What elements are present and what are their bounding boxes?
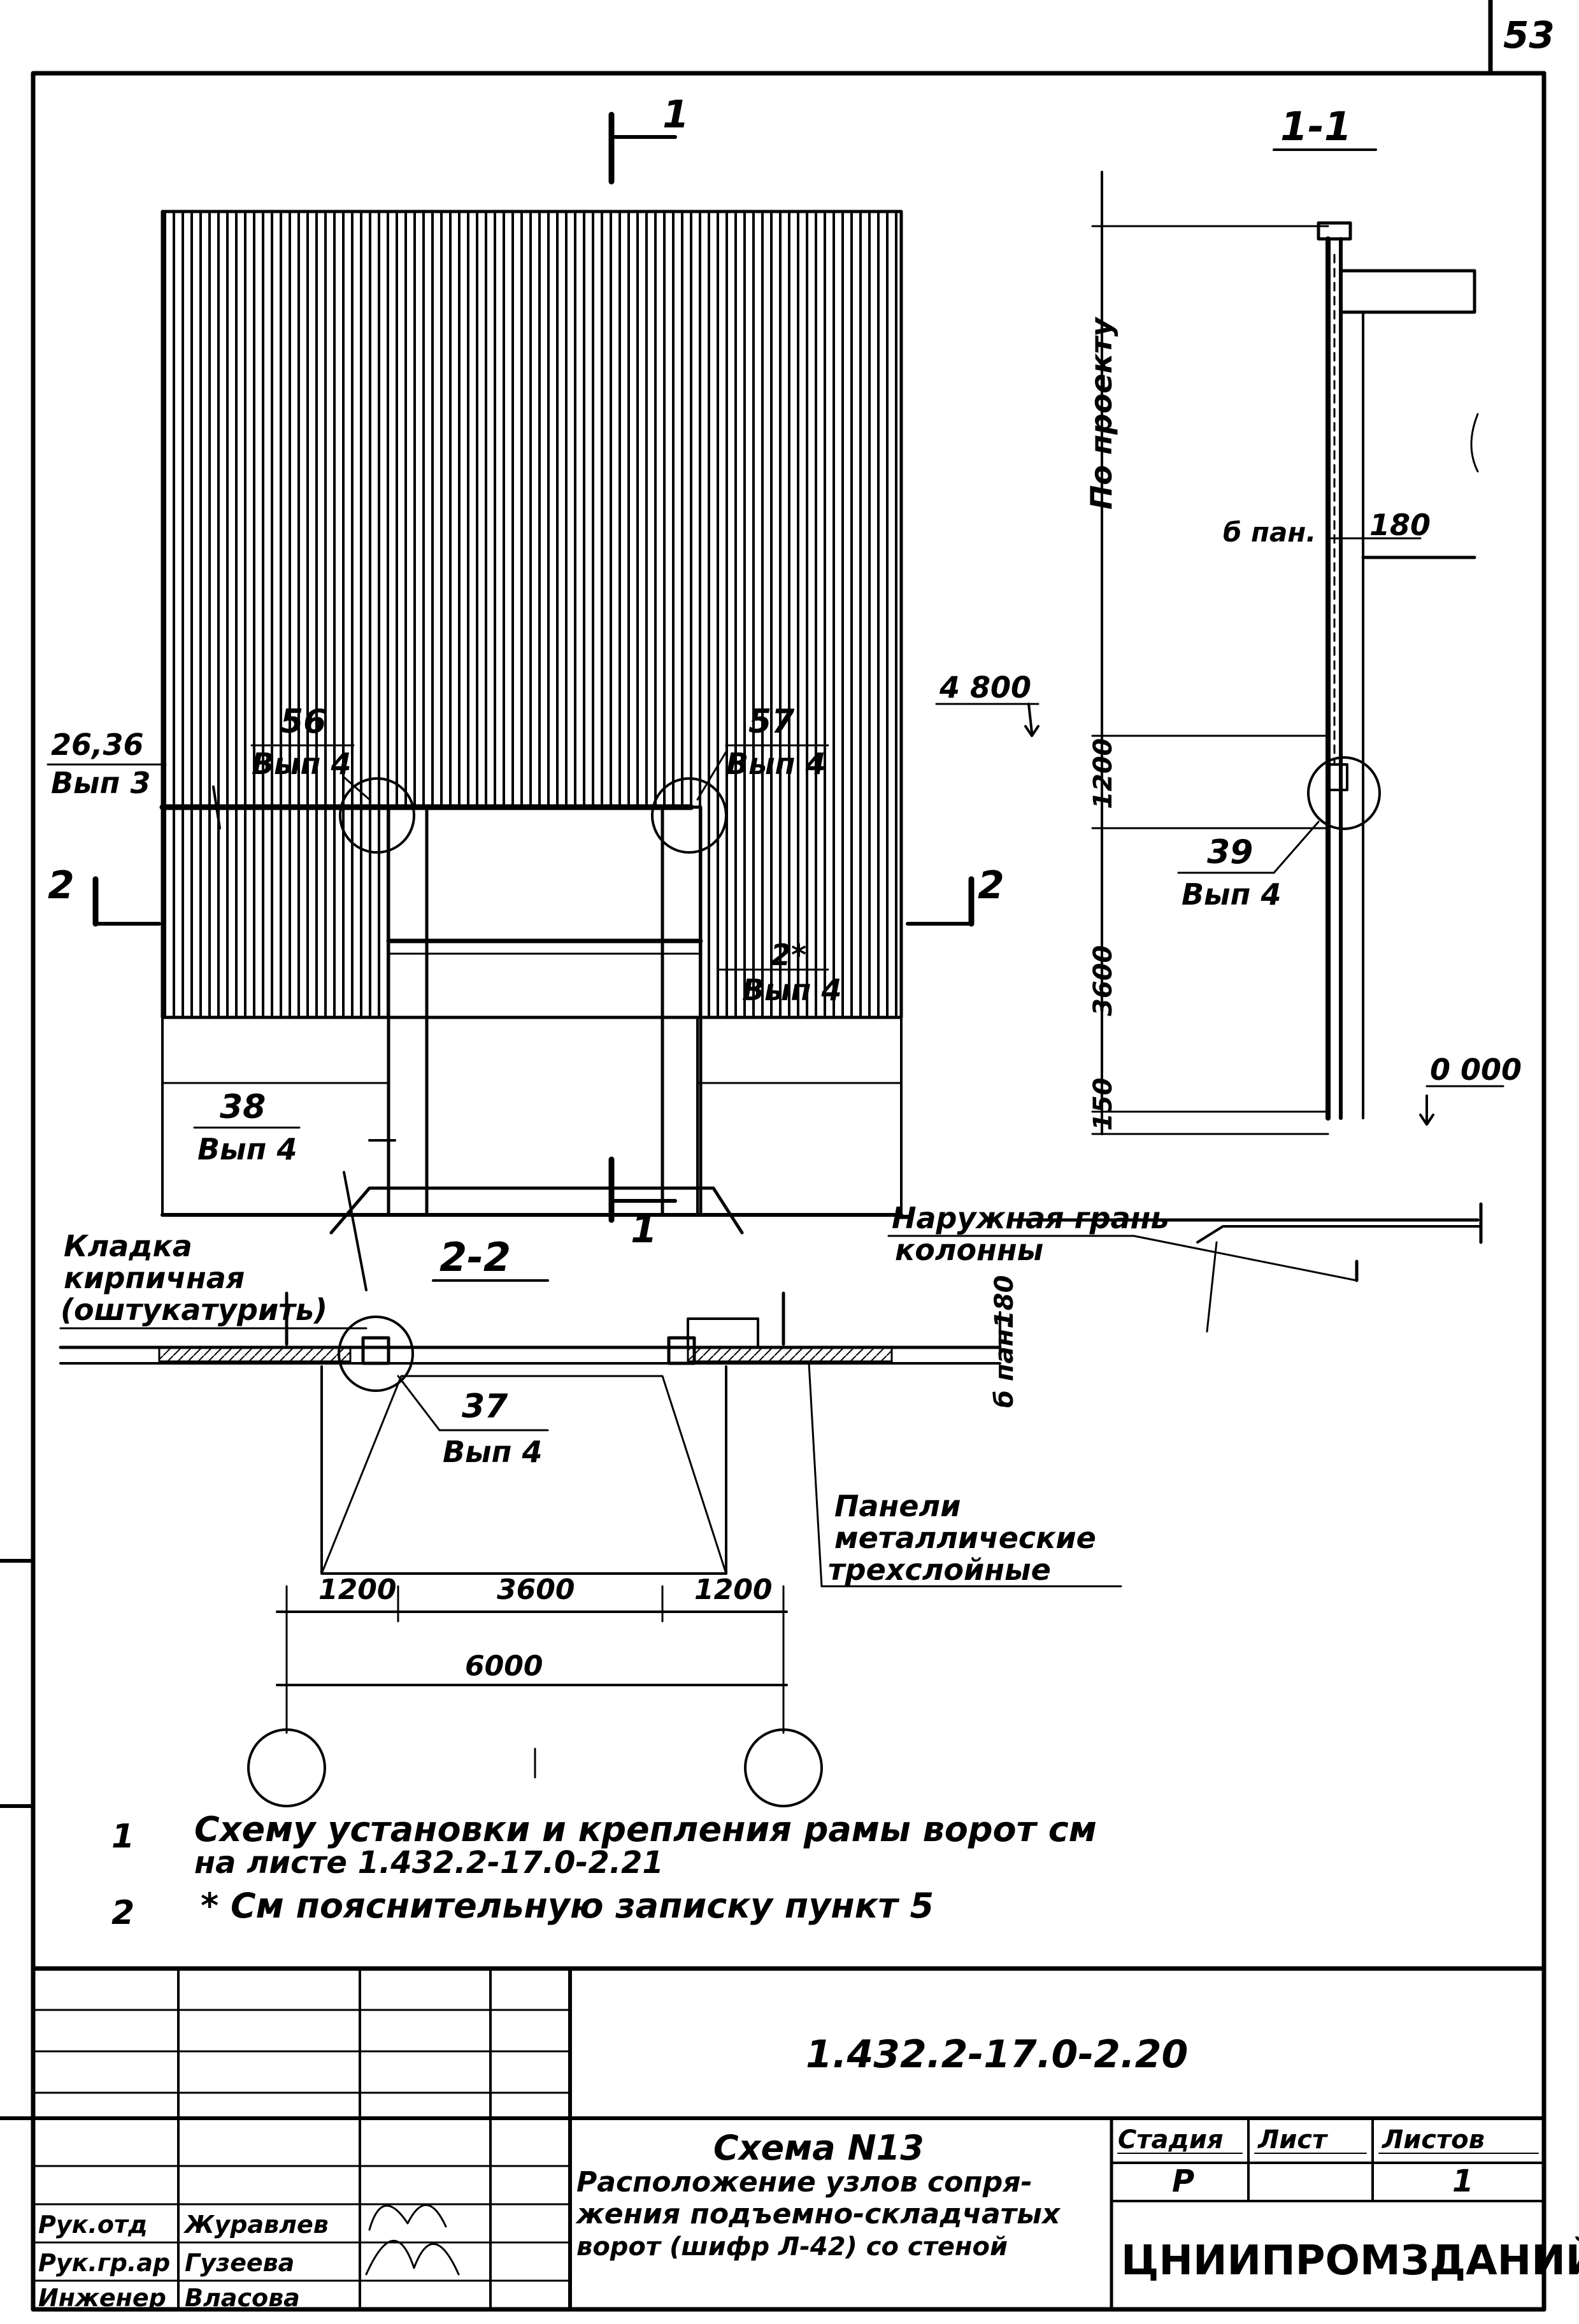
section-mark-2-left: 2 xyxy=(48,863,161,927)
svg-text:Вып 4: Вып 4 xyxy=(1182,877,1281,912)
masonry-note: Кладка кирпичная (оштукатурить) xyxy=(59,1229,368,1330)
signer-role-3: Инженер xyxy=(38,2284,166,2312)
signer-role-2: Рук.гр.ар xyxy=(38,2249,170,2277)
detail-circle-57 xyxy=(651,777,727,854)
section-mark-top: 1 xyxy=(608,92,689,185)
corrugated-panels-left xyxy=(162,807,389,1017)
svg-text:180: 180 xyxy=(990,1275,1019,1329)
svg-text:Вып 4: Вып 4 xyxy=(197,1132,297,1166)
callout-37: 37 Вып 4 xyxy=(397,1375,549,1469)
signer-name-1: Журавлев xyxy=(183,2211,329,2239)
svg-text:Вып 4: Вып 4 xyxy=(726,747,825,781)
section-1-1-title: 1-1 xyxy=(1280,103,1352,150)
svg-text:металлические: металлические xyxy=(834,1521,1096,1555)
facade-elevation xyxy=(159,210,903,1291)
svg-text:1: 1 xyxy=(662,92,689,137)
svg-text:колонны: колонны xyxy=(895,1233,1043,1267)
svg-text:3600: 3600 xyxy=(497,1574,575,1606)
callout-38: 38 Вып 4 xyxy=(193,1088,301,1166)
svg-text:38: 38 xyxy=(220,1088,266,1126)
section-2-2-title: 2-2 xyxy=(439,1234,511,1280)
svg-text:6000: 6000 xyxy=(465,1650,543,1682)
wall-panel-right xyxy=(687,1346,893,1363)
svg-text:(оштукатурить): (оштукатурить) xyxy=(61,1293,327,1327)
outer-face-note: Наружная грань колонны xyxy=(887,1201,1359,1333)
svg-text:1: 1 xyxy=(111,1818,134,1856)
sheet-header: Лист xyxy=(1257,2125,1329,2155)
grid-axis-circle-left xyxy=(247,1728,326,1807)
svg-text:* См пояснительную записку пу: * См пояснительную записку пункт 5 xyxy=(201,1886,934,1926)
signer-name-3: Власова xyxy=(185,2284,300,2312)
svg-text:180: 180 xyxy=(1369,508,1431,542)
svg-text:Кладка: Кладка xyxy=(64,1229,192,1263)
stage-header: Стадия xyxy=(1118,2125,1224,2155)
signer-name-2: Гузеева xyxy=(185,2249,294,2277)
detail-circle-37 xyxy=(338,1316,414,1392)
svg-text:трехслойные: трехслойные xyxy=(828,1553,1051,1587)
svg-text:57: 57 xyxy=(748,703,795,741)
svg-text:на листе 1.432.2-17.0-2.21: на листе 1.432.2-17.0-2.21 xyxy=(194,1845,664,1881)
svg-text:По проекту: По проекту xyxy=(1084,316,1118,510)
svg-text:39: 39 xyxy=(1207,833,1253,872)
callout-56: 56 Вып 4 xyxy=(250,703,371,801)
svg-text:56: 56 xyxy=(280,703,326,741)
svg-text:4 800: 4 800 xyxy=(939,670,1031,705)
section-2-2: 2-2 180 б пан. xyxy=(59,1234,1019,1575)
title-line-2: Расположение узлов сопря- xyxy=(576,2166,1032,2198)
svg-text:1200: 1200 xyxy=(318,1574,396,1606)
panels-note: Панели металлические трехслойные xyxy=(808,1362,1122,1588)
svg-text:кирпичная: кирпичная xyxy=(64,1261,245,1295)
title-block xyxy=(31,1966,1547,2311)
callout-57: 57 Вып 4 xyxy=(696,703,829,801)
stage-value: Р xyxy=(1172,2163,1194,2199)
svg-text:Наружная грань: Наружная грань xyxy=(892,1201,1169,1235)
svg-text:1200: 1200 xyxy=(1089,738,1118,809)
detail-circle-39 xyxy=(1307,756,1381,830)
grid-axis-circle-right xyxy=(744,1728,823,1807)
svg-text:2: 2 xyxy=(978,863,1004,908)
sheets-value: 1 xyxy=(1452,2163,1473,2199)
svg-text:26,36: 26,36 xyxy=(51,728,144,762)
svg-text:Вып 3: Вып 3 xyxy=(51,766,150,800)
svg-text:0 000: 0 000 xyxy=(1430,1052,1522,1087)
corrugated-panels-upper xyxy=(162,212,901,807)
callout-2star: 2* Вып 4 xyxy=(718,938,841,1007)
sheet-frame xyxy=(0,0,1547,2312)
title-line-4: ворот (шифр Л-42) со стеной xyxy=(576,2232,1008,2262)
callout-26-36: 26,36 Вып 3 xyxy=(46,728,167,800)
svg-text:1200: 1200 xyxy=(694,1574,772,1606)
callout-39: 39 Вып 4 xyxy=(1177,821,1320,912)
sheets-header: Листов xyxy=(1382,2125,1485,2155)
organization: ЦНИИПРОМЗДАНИЙ xyxy=(1121,2236,1579,2285)
section-1-1: 1-1 По проекту 1200 3600 150 0 000 4 800… xyxy=(935,103,1522,1244)
svg-text:б пан.: б пан. xyxy=(1223,517,1316,548)
section-mark-bottom: 1 xyxy=(608,1156,677,1252)
svg-text:2: 2 xyxy=(111,1894,134,1932)
svg-text:б пан.: б пан. xyxy=(990,1319,1019,1408)
svg-text:Схему установки и крепления ра: Схему установки и крепления рамы ворот с… xyxy=(194,1809,1097,1849)
svg-text:2: 2 xyxy=(48,863,75,908)
svg-text:Панели: Панели xyxy=(834,1489,961,1523)
svg-text:Вып 4: Вып 4 xyxy=(443,1435,542,1469)
document-code: 1.432.2-17.0-2.20 xyxy=(806,2032,1188,2077)
title-line-1: Схема N13 xyxy=(713,2128,924,2168)
svg-text:37: 37 xyxy=(462,1388,508,1426)
title-line-3: жения подъемно-складчатых xyxy=(575,2198,1061,2230)
svg-text:150: 150 xyxy=(1089,1078,1118,1131)
section-mark-2-right: 2 xyxy=(906,863,1004,927)
plan-dimensions: 1200 3600 1200 6000 xyxy=(276,1574,788,1734)
detail-circle-56 xyxy=(339,777,415,854)
signer-role-1: Рук.отд xyxy=(38,2211,148,2239)
svg-text:1: 1 xyxy=(631,1207,657,1252)
notes: 1 Схему установки и крепления рамы ворот… xyxy=(111,1809,1097,1932)
corrugated-panels-right xyxy=(697,807,901,1017)
sheet-number: 53 xyxy=(1503,13,1555,57)
svg-text:Вып 4: Вып 4 xyxy=(742,973,841,1007)
svg-text:Вып 4: Вып 4 xyxy=(252,747,351,781)
wall-panel-left xyxy=(158,1346,352,1363)
svg-text:3600: 3600 xyxy=(1089,945,1118,1016)
svg-text:2*: 2* xyxy=(771,938,806,972)
